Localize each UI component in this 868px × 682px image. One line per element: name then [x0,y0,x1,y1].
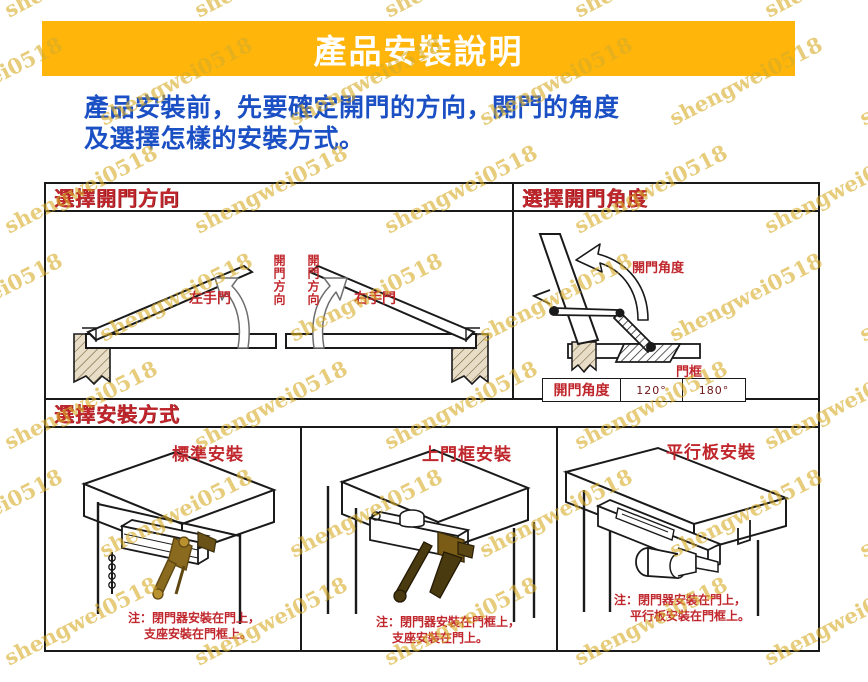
parallel-plate-and-closer [595,499,723,579]
frame-rule-divider-lower-1 [300,428,302,652]
watermark-text: shengwei0518 [855,463,868,563]
right-swing-direction-label: 開門方向 [306,254,320,306]
mounting-panel-3-note-line-2: 平行板安裝在門框上。 [630,609,751,623]
standard-frame-head [97,503,241,537]
standard-mounting-bracket [108,552,116,594]
mounting-panel-2-note: 注：閉門器安裝在門框上， 支座安裝在門上。 [376,614,520,646]
intro-paragraph: 產品安裝前，先要確定開門的方向，開門的角度 及選擇怎樣的安裝方式。 [84,92,824,154]
section-heading-angle: 選擇開門角度 [512,182,820,212]
angle-table-value-120: 120° [621,379,683,401]
left-swing-arrow [214,277,250,349]
frame-rule-divider-lower-2 [556,428,558,652]
right-door-label: 右手門 [354,291,396,307]
mounting-diagram-standard [81,450,277,624]
heading-rule-top [44,182,512,184]
heading-rule-top [44,398,820,400]
mounting-panel-2-note-line-2: 支座安裝在門上。 [392,631,489,645]
right-door-leaf [308,264,476,342]
opening-angle-arc-label: 開門角度 [632,261,685,276]
watermark-text: shengwei0518 [855,31,868,131]
opening-angle-diagram [531,233,701,374]
door-direction-diagram [73,264,277,386]
transom-closer-body [367,509,471,560]
arm-pivot-mid [615,308,625,318]
left-door-label: 左手門 [189,291,231,307]
mounting-panel-3-title: 平行板安裝 [666,443,756,463]
diagram-frame: 選擇開門方向 選擇開門角度 選擇安裝方式 [44,182,820,652]
mounting-diagram-parallel [562,446,790,616]
right-wall-panel [285,333,477,349]
mounting-panel-1-note-line-1: 注：閉門器安裝在門上， [128,611,261,625]
frame-rule-right-upper [818,182,820,400]
watermark-text: shengwei0518 [380,0,541,22]
standard-closer-arm [152,531,217,600]
door-direction-diagram-right [285,264,489,386]
title-banner: 產品安裝說明 [42,21,795,76]
watermark-text: shengwei0518 [570,0,731,22]
left-swing-direction-label: 開門方向 [272,254,286,306]
section-heading-mounting-label: 選擇安裝方式 [54,402,180,427]
intro-line-2: 及選擇怎樣的安裝方式。 [84,124,365,153]
mounting-panel-3-note: 注：閉門器安裝在門上， 平行板安裝在門框上。 [614,592,750,624]
mounting-panel-2-note-line-1: 注：閉門器安裝在門框上， [376,615,521,629]
angle-left-jamb [571,341,597,374]
door-frame-label: 門框 [676,365,703,380]
mounting-panel-3-note-line-1: 注：閉門器安裝在門上， [614,593,747,607]
watermark-text: shengwei0518 [855,247,868,347]
page-title: 產品安裝說明 [313,31,524,71]
section-heading-angle-label: 選擇開門角度 [522,186,648,211]
mounting-panel-1-note: 注：閉門器安裝在門上， 支座安裝在門框上。 [128,610,260,642]
closer-arm-linkage [549,306,656,354]
intro-line-1: 產品安裝前，先要確定開門的方向，開門的角度 [84,93,620,122]
section-heading-direction-label: 選擇開門方向 [54,186,180,211]
arm-pivot-right [646,342,656,352]
heading-rule-bottom [44,426,820,428]
frame-rule-right-lower [818,398,820,652]
mounting-panel-1-title: 標準安裝 [172,445,244,465]
frame-rule-bottom [44,650,820,652]
angle-swing-arrow [575,243,649,321]
section-heading-direction: 選擇開門方向 [44,182,512,212]
right-swing-arrow [312,277,348,349]
transom-closer-arm [393,531,475,603]
angle-door-leaf [531,233,600,346]
mounting-panel-2-title: 上門框安裝 [422,445,512,465]
opening-angle-table: 開門角度 120° 180° [542,378,746,402]
watermark-text: shengwei0518 [190,0,351,22]
section-heading-mounting: 選擇安裝方式 [44,398,820,428]
angle-table-row-label: 開門角度 [543,379,621,401]
mounting-panel-1-note-line-2: 支座安裝在門框上。 [144,627,253,641]
frame-rule-divider-upper [512,182,514,400]
left-wall-panel [85,333,277,349]
heading-rule-top [512,182,820,184]
frame-rule-left-lower [44,398,46,652]
angle-table-value-180: 180° [698,383,730,397]
watermark-text: shengwei0518 [760,0,868,22]
frame-rule-left-upper [44,182,46,400]
mounting-diagram-transom [326,448,536,622]
heading-rule-bottom [44,210,512,212]
watermark-text: shengwei0518 [0,0,161,22]
left-door-leaf [86,264,254,342]
arm-pivot-left [549,306,559,316]
heading-rule-bottom [512,210,820,212]
